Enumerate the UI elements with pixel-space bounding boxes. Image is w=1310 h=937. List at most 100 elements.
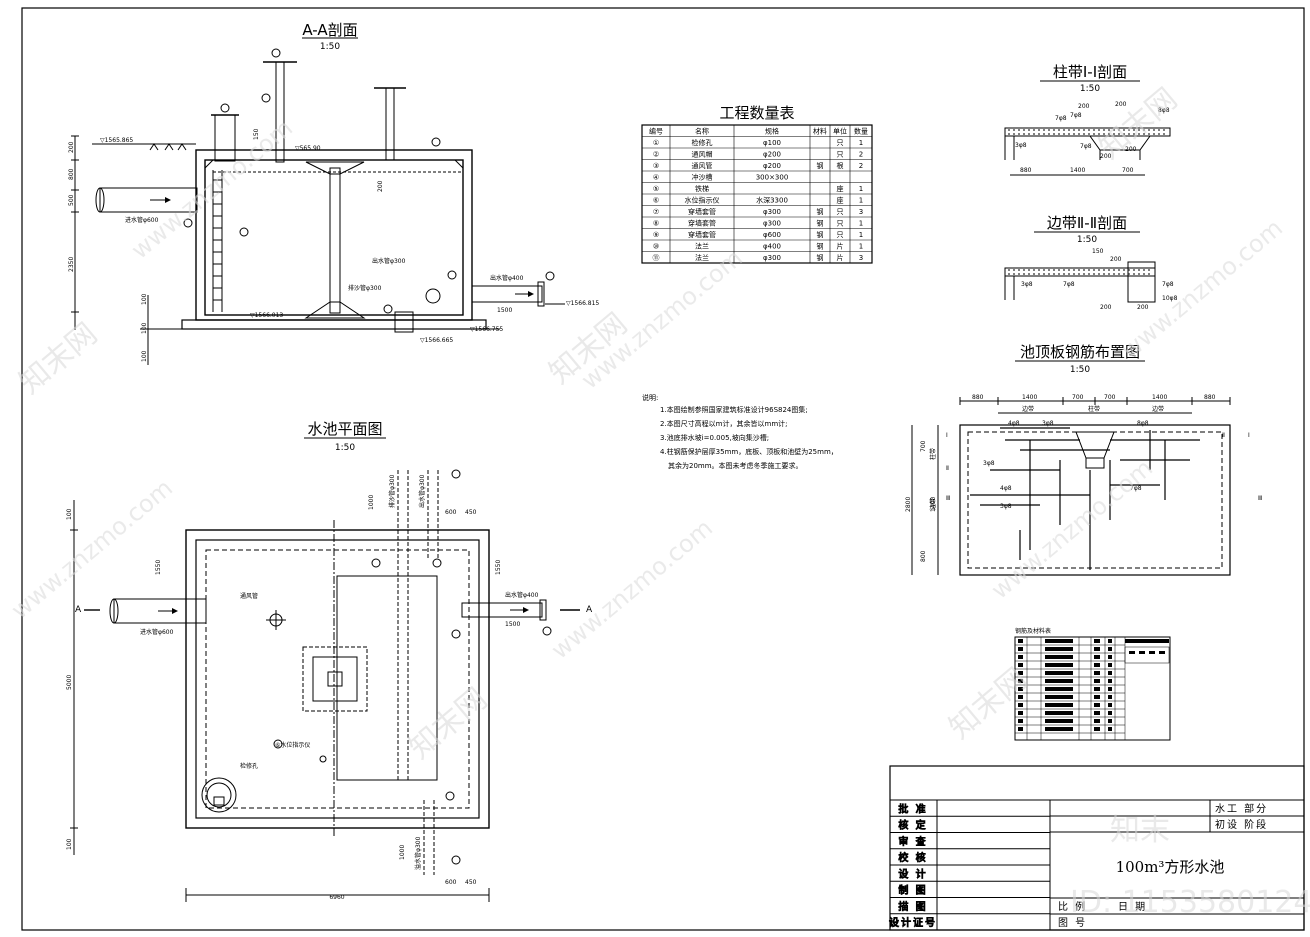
aa-scale: 1:50: [320, 42, 340, 52]
qty-cell: ④: [653, 174, 659, 182]
plan-inlet-label: 进水管φ600: [140, 628, 174, 636]
column-band-section: 柱带Ⅰ-Ⅰ剖面 1:50 880 1400 700 200 200 200 20…: [1004, 63, 1171, 176]
qty-cell: 法兰: [695, 253, 709, 262]
roof-s3: Ⅱ: [1222, 432, 1225, 439]
qty-cell: ⑥: [653, 197, 659, 205]
rebar-table-title: 钢筋及材料表: [1015, 627, 1051, 635]
aa-level-bottom: ▽1566.013: [250, 312, 283, 319]
plan-dim-1550b: 1550: [495, 560, 502, 575]
qty-cell: 座: [837, 184, 844, 193]
roof-v1400: 1400: [930, 497, 937, 512]
plan-dim-100b: 100: [66, 838, 73, 850]
rebar-material-table: 钢筋及材料表: [1014, 627, 1171, 741]
aa-dim-100a: 100: [141, 293, 148, 305]
tb-row-label: 设计证号: [889, 916, 937, 929]
qty-cell: φ300: [763, 220, 781, 228]
watermark-site-5: www.znzmo.com: [1116, 214, 1288, 365]
plan-view: 水池平面图 1:50 进水管φ600 出水管φ40: [66, 420, 593, 902]
qty-cell: 300×300: [756, 174, 789, 182]
plan-scale: 1:50: [335, 443, 355, 453]
roof-band3: 边带: [1152, 405, 1164, 413]
edge-r3: 7φ8: [1162, 281, 1174, 288]
aa-dim-100c: 100: [141, 350, 148, 362]
aa-level-base1: ▽1566.755: [470, 326, 503, 333]
tb-row-label: 批 准: [898, 802, 927, 815]
qty-cell: ③: [653, 162, 659, 170]
qty-cell: ②: [653, 151, 659, 159]
roof-lb1: 柱带: [929, 448, 937, 460]
qty-cell: ⑨: [653, 231, 659, 239]
tb-row-label: 校 核: [898, 851, 927, 864]
qty-cell: 法兰: [695, 242, 709, 251]
col-d200a: 200: [1078, 103, 1090, 110]
col-r4: 3φ8: [1015, 142, 1027, 149]
col-band-scale: 1:50: [1080, 84, 1100, 94]
watermark-site-1: www.znzmo.com: [126, 114, 298, 265]
roof-v700: 700: [920, 440, 927, 452]
watermark-site-3: www.znzmo.com: [6, 474, 178, 625]
roof-v800: 800: [920, 550, 927, 562]
qty-cell: ⑤: [653, 185, 659, 193]
note-5: 其余为20mm。本图未考虑冬季施工要求。: [668, 461, 803, 470]
qty-cell: φ100: [763, 139, 781, 147]
plan-dim-600b: 600: [445, 879, 457, 886]
col-r5: 7φ8: [1080, 143, 1092, 150]
aa-outlet-label2: 出水管φ400: [490, 274, 524, 282]
roof-s4: Ⅱ: [946, 465, 949, 472]
qty-cell: φ200: [763, 151, 781, 159]
tb-scale-label: 比 例: [1058, 900, 1087, 913]
qty-cell: 检修孔: [692, 138, 713, 147]
watermark-id: ID: 1153580124: [1070, 885, 1310, 920]
tb-dept: 水工 部分: [1215, 802, 1268, 815]
watermark-site-4: www.znzmo.com: [546, 514, 718, 665]
qty-cell: 只: [837, 151, 844, 159]
qty-cell: 1: [859, 185, 863, 193]
qty-cell: ⑪: [653, 254, 660, 262]
note-2: 2.本图尺寸高程以m计，其余皆以mm计;: [660, 419, 788, 428]
col-r3: 7φ8: [1070, 112, 1082, 119]
plan-level-indicator: ⑥水位指示仪: [275, 741, 310, 749]
qty-cell: 2: [859, 162, 863, 170]
qty-cell: 片: [837, 253, 844, 262]
qty-cell: 1: [859, 231, 863, 239]
watermark-brand: 知末: [1110, 813, 1170, 848]
edge-d200a: 200: [1110, 256, 1122, 263]
edge-d200b: 200: [1100, 304, 1112, 311]
roof-d1400b: 1400: [1152, 394, 1167, 401]
roof-title: 池顶板钢筋布置图: [1020, 343, 1140, 361]
roof-s6: Ⅲ: [1258, 495, 1262, 502]
qty-cell: 通风帽: [692, 150, 713, 159]
qty-cell: 通风管: [692, 161, 713, 170]
qty-cell: 1: [859, 197, 863, 205]
aa-inlet-label: 进水管φ600: [125, 216, 159, 224]
qty-cell: φ200: [763, 162, 781, 170]
qty-cell: ⑧: [653, 220, 659, 228]
qty-cell: 根: [837, 161, 844, 170]
plan-section-a-right: A: [586, 605, 593, 615]
qty-cell: 水位指示仪: [685, 196, 720, 205]
watermark-site-6: www.znzmo.com: [986, 454, 1158, 605]
roof-band1: 边带: [1022, 405, 1034, 413]
qty-header-cell: 数量: [854, 127, 868, 136]
qty-cell: 只: [837, 139, 844, 147]
aa-level-water: ▽565.90: [295, 145, 321, 152]
roof-r3: 8φ8: [1137, 420, 1149, 427]
aa-section: A-A剖面 1:50 ▽1565.865 ▽565.90: [68, 21, 599, 365]
aa-level-base2: ▽1566.665: [420, 337, 453, 344]
tb-row-label: 审 查: [898, 835, 927, 848]
roof-rebar-plan: 池顶板钢筋布置图 1:50 880 1400 700 700 1400 880 …: [905, 343, 1262, 576]
tb-row-label: 制 图: [898, 884, 927, 897]
qty-cell: ①: [653, 139, 659, 147]
aa-dim-2350: 2350: [68, 257, 75, 272]
col-d200b: 200: [1115, 101, 1127, 108]
aa-dim-100b: 100: [141, 322, 148, 334]
qty-header-cell: 单位: [833, 127, 847, 136]
qty-cell: ⑦: [653, 208, 659, 216]
roof-r7: 3φ8: [1000, 503, 1012, 510]
watermark-logo-1: 知末网: [13, 316, 104, 401]
plan-vent-label: 通风管: [240, 592, 258, 600]
aa-dim-200: 200: [68, 141, 75, 153]
qty-header-cell: 材料: [813, 127, 827, 136]
